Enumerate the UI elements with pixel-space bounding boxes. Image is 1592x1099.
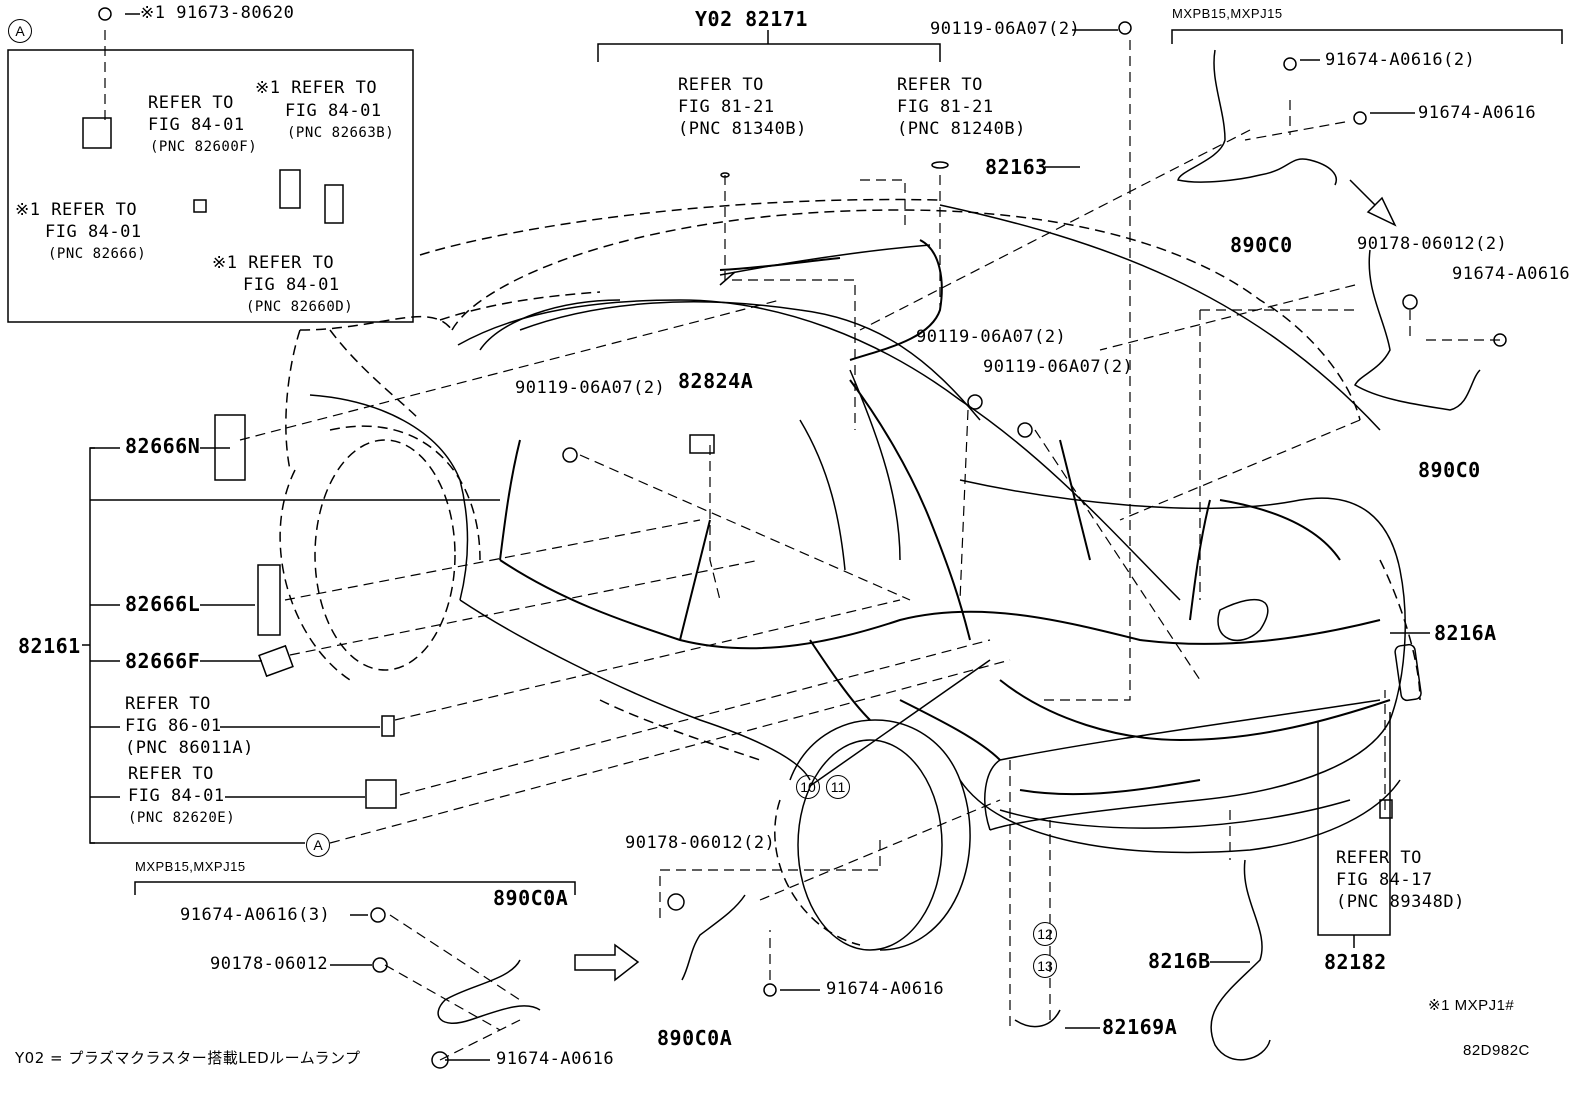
y02-bracket	[597, 43, 941, 62]
82666n-part	[214, 414, 246, 481]
inset-ref1-line1: REFER TO	[148, 93, 234, 113]
ref-86011a-line1: REFER TO	[125, 694, 211, 714]
ref-81240b-line3: (PNC 81240B)	[897, 119, 1026, 139]
ref-89348d-line3: (PNC 89348D)	[1336, 892, 1465, 912]
circled-11: 11	[826, 775, 850, 799]
ref-86011a-line2: FIG 86-01	[125, 716, 222, 736]
inset-ref2-line1: ※1 REFER TO	[255, 78, 378, 98]
inset-ref3-line2: FIG 84-01	[45, 222, 142, 242]
bottom-variant-bracket	[134, 881, 576, 895]
inset-bolt-part-number: ※1 91673-80620	[140, 3, 295, 23]
ref-86011a-line3: (PNC 86011A)	[125, 738, 254, 758]
inset-connector	[279, 169, 301, 209]
82620e-part	[365, 779, 397, 809]
part-82169a: 82169A	[1102, 1015, 1178, 1039]
part-890c0a-bottom: 890C0A	[657, 1026, 733, 1050]
ref-81240b-line2: FIG 81-21	[897, 97, 994, 117]
82824a-part	[689, 434, 715, 454]
car-roof-outline	[451, 209, 1361, 421]
ref-81340b-line2: FIG 81-21	[678, 97, 775, 117]
inset-ref3-line1: ※1 REFER TO	[15, 200, 138, 220]
circled-12: 12	[1033, 922, 1057, 946]
part-91674-a0616-c: 91674-A0616	[496, 1049, 615, 1069]
inset-ref1-line3: (PNC 82600F)	[150, 139, 258, 155]
part-90119-left: 90119-06A07(2)	[515, 378, 666, 398]
circled-10: 10	[796, 775, 820, 799]
ref-89348d-line1: REFER TO	[1336, 848, 1422, 868]
part-890c0-mid: 890C0	[1418, 458, 1481, 482]
part-8216b: 8216B	[1148, 949, 1211, 973]
inset-ref4-line3: (PNC 82660D)	[246, 299, 354, 315]
part-8216a: 8216A	[1434, 621, 1497, 645]
part-90119-mid1: 90119-06A07(2)	[916, 327, 1067, 347]
part-91674-a0616-b: 91674-A0616	[1452, 264, 1571, 284]
part-82666l: 82666L	[125, 592, 201, 616]
ref-81340b-line1: REFER TO	[678, 75, 764, 95]
bottom-variant-label: MXPB15,MXPJ15	[135, 859, 246, 874]
part-91674-a0616-2: 91674-A0616(2)	[1325, 50, 1476, 70]
inset-marker-a: A	[8, 19, 32, 43]
part-82163: 82163	[985, 155, 1048, 179]
y02-harness-label: Y02 82171	[695, 7, 808, 31]
diagram-code: 82D982C	[1463, 1042, 1530, 1059]
part-91674-a0616-a: 91674-A0616	[1418, 103, 1537, 123]
inset-relay	[82, 117, 112, 149]
variant-arrow-right	[1349, 179, 1397, 227]
ref-82620e-line1: REFER TO	[128, 764, 214, 784]
variant-note: ※1 MXPJ1#	[1428, 997, 1515, 1014]
ref-89348d-line2: FIG 84-17	[1336, 870, 1433, 890]
circled-13: 13	[1033, 954, 1057, 978]
right-variant-label: MXPB15,MXPJ15	[1172, 6, 1283, 21]
inset-ref4-line1: ※1 REFER TO	[212, 253, 335, 273]
part-82182: 82182	[1324, 950, 1387, 974]
part-91674-a0616-d: 91674-A0616	[826, 979, 945, 999]
variant-arrow-bottom	[574, 943, 640, 982]
part-90178-06012-2: 90178-06012(2)	[1357, 234, 1508, 254]
part-82666n: 82666N	[125, 434, 201, 458]
part-82666f: 82666F	[125, 649, 201, 673]
part-90178-06012: 90178-06012	[210, 954, 329, 974]
inset-box	[7, 49, 414, 323]
part-90119-top: 90119-06A07(2)	[930, 19, 1081, 39]
inset-ref2-line2: FIG 84-01	[285, 101, 382, 121]
part-91674-a0616-3: 91674-A0616(3)	[180, 905, 331, 925]
inset-ref4-line2: FIG 84-01	[243, 275, 340, 295]
part-90178-06012-2-bottom: 90178-06012(2)	[625, 833, 776, 853]
part-82824a: 82824A	[678, 369, 754, 393]
part-890c0a-top: 890C0A	[493, 886, 569, 910]
inset-ref1-line2: FIG 84-01	[148, 115, 245, 135]
top-right-variant-bracket	[1171, 29, 1563, 44]
ref-82620e-line3: (PNC 82620E)	[128, 810, 236, 826]
82666l-part	[257, 564, 281, 636]
y02-legend: Y02 = プラズマクラスター搭載LEDルームランプ	[15, 1049, 361, 1067]
part-82161: 82161	[18, 634, 81, 658]
inset-ref3-line3: (PNC 82666)	[48, 246, 147, 262]
82666f-part	[258, 644, 294, 678]
ref-81340b-line3: (PNC 81340B)	[678, 119, 807, 139]
part-890c0-top: 890C0	[1230, 233, 1293, 257]
ref-81240b-line1: REFER TO	[897, 75, 983, 95]
part-90119-mid2: 90119-06A07(2)	[983, 357, 1134, 377]
inset-ref2-line3: (PNC 82663B)	[287, 125, 395, 141]
ref-82620e-line2: FIG 84-01	[128, 786, 225, 806]
82161-bracket	[89, 447, 95, 844]
marker-a-callout: A	[306, 833, 330, 857]
